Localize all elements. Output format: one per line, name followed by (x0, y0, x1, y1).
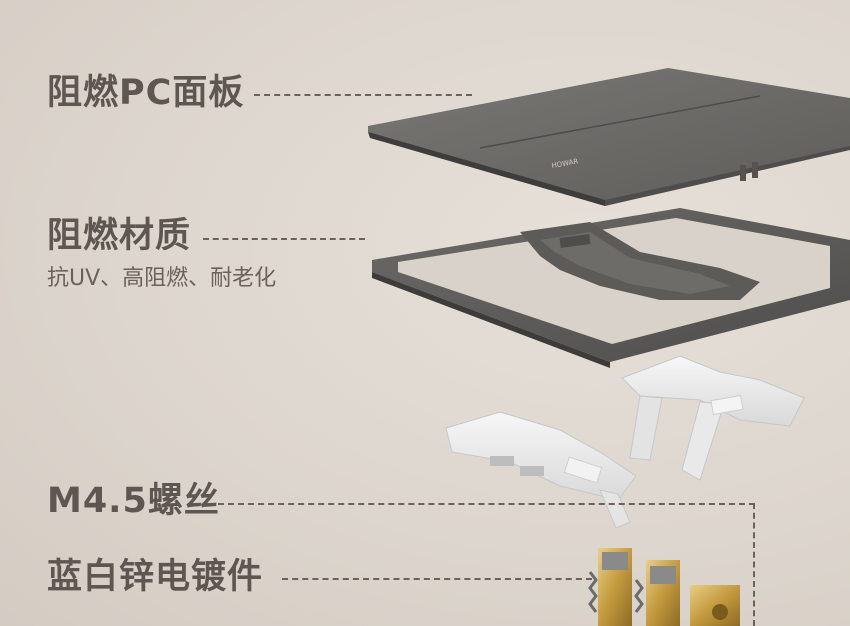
leader-pc-panel (254, 94, 472, 96)
white-bracket-right (621, 355, 805, 481)
leader-plating (282, 578, 592, 580)
label-pc-panel: 阻燃PC面板 (47, 73, 245, 113)
leader-material (203, 238, 365, 240)
label-material-sub: 抗UV、高阻燃、耐老化 (47, 266, 277, 291)
pc-panel: HOWAR (368, 68, 850, 206)
label-plating: 蓝白锌电镀件 (47, 557, 264, 597)
flame-retardant-frame (372, 208, 850, 368)
leader-screw (218, 503, 755, 505)
leader-screw-vertical (753, 503, 755, 626)
label-screw: M4.5螺丝 (47, 481, 220, 521)
zinc-plated-terminals (588, 548, 740, 626)
white-bracket-left (445, 411, 637, 529)
label-material: 阻燃材质 (47, 216, 192, 256)
